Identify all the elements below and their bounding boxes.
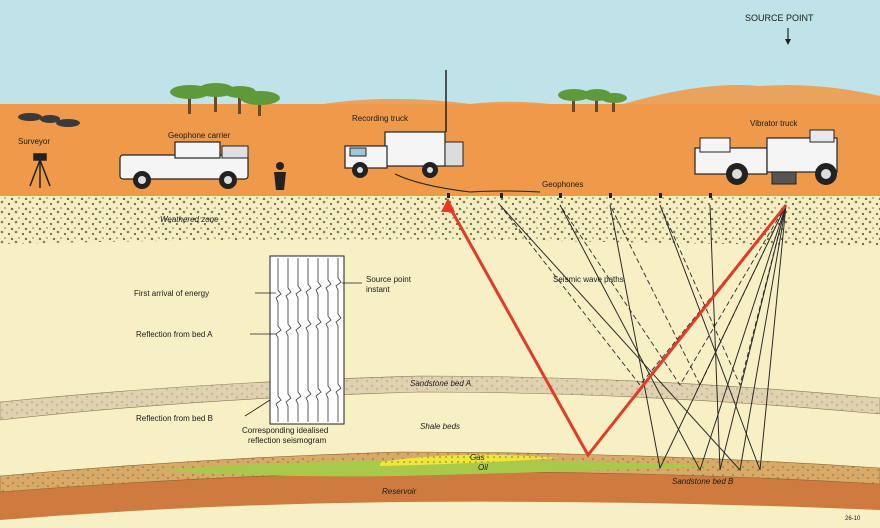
surveyor-label: Surveyor xyxy=(18,137,50,146)
oil-layer xyxy=(160,459,720,477)
shrubs-left xyxy=(18,113,80,127)
first-arrival-label: First arrival of energy xyxy=(134,289,209,298)
seismic-ray-paths xyxy=(499,204,787,472)
oil-label: Oil xyxy=(478,463,488,472)
seismogram-caption-line1: Corresponding idealised xyxy=(242,426,328,435)
recording-cable xyxy=(394,173,541,193)
source-point-instant-label-line1: Source point xyxy=(366,275,412,284)
source-point-arrowhead xyxy=(785,39,791,45)
reservoir-label: Reservoir xyxy=(382,487,417,496)
weathered-zone-layer xyxy=(0,196,880,246)
sandstone-bed-a-label: Sandstone bed A xyxy=(410,379,471,388)
seismogram-traces xyxy=(275,258,342,422)
primary-ray-path xyxy=(446,203,788,458)
surveyor-figure xyxy=(29,153,51,188)
source-point-label: SOURCE POINT xyxy=(745,13,814,23)
hill-right xyxy=(610,84,880,110)
reflection-bed-a-label: Reflection from bed A xyxy=(136,330,213,339)
seismic-ray-paths-dashed xyxy=(499,204,787,387)
field-worker xyxy=(274,162,286,190)
sandstone-bed-b-label: Sandstone bed B xyxy=(672,477,734,486)
gas-layer xyxy=(380,454,560,466)
recording-truck xyxy=(344,70,464,178)
seismogram-caption-line2: reflection seismogram xyxy=(248,436,327,445)
seismogram-panel xyxy=(269,255,345,425)
geophone-carrier-vehicle xyxy=(119,141,249,189)
seismogram-leaders xyxy=(244,282,362,417)
gas-label: Gas xyxy=(470,453,485,462)
sandstone-bed-b-layer xyxy=(0,451,880,493)
seismic-wave-paths-label: Seismic wave paths xyxy=(553,275,624,284)
weathered-zone-label: Weathered zone xyxy=(160,215,219,224)
shale-beds-label: Shale beds xyxy=(420,422,460,431)
primary-ray-arrowhead xyxy=(441,198,455,212)
tree-group-right xyxy=(558,89,627,112)
source-point-instant-label-line2: instant xyxy=(366,285,390,294)
vibrator-truck-label: Vibrator truck xyxy=(750,119,798,128)
geophones-label: Geophones xyxy=(542,180,583,189)
geophone-markers xyxy=(447,193,712,198)
tree-group-left xyxy=(170,83,280,116)
geophone-carrier-label: Geophone carrier xyxy=(168,131,231,140)
figure-number: 26-10 xyxy=(845,516,861,522)
vibrator-truck xyxy=(694,129,838,185)
recording-truck-label: Recording truck xyxy=(352,114,409,123)
reflection-bed-b-label: Reflection from bed B xyxy=(136,414,213,423)
